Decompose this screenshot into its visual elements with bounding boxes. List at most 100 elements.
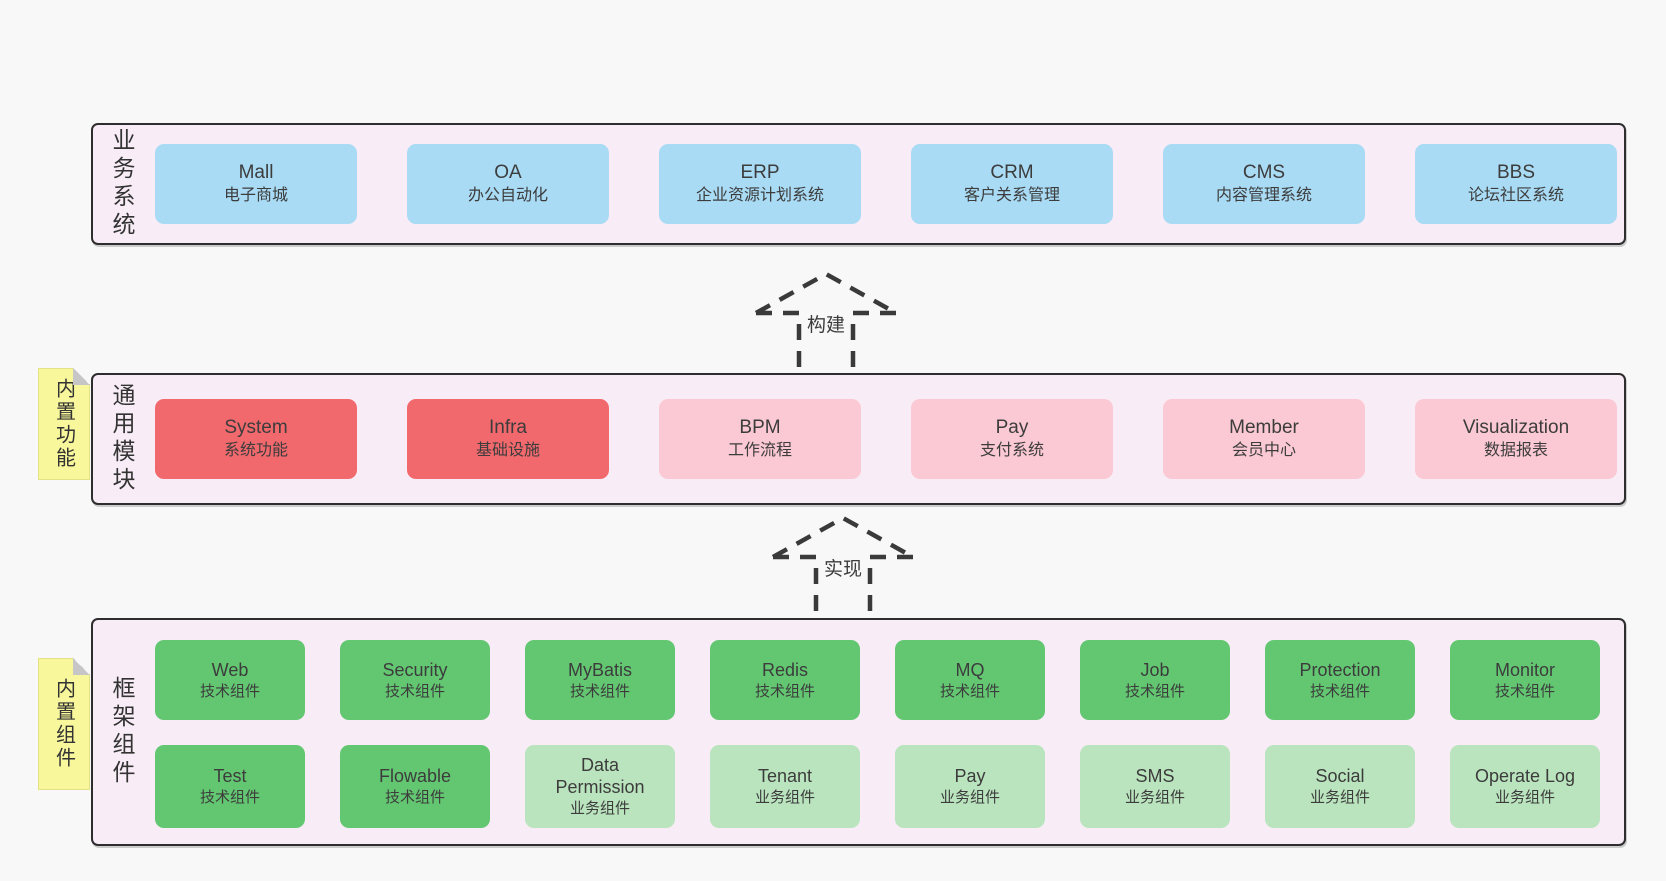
band-common-modules: 通用模块 System 系统功能 Infra 基础设施 BPM 工作流程 Pay… [91, 373, 1626, 505]
box-subtitle: 数据报表 [1483, 442, 1548, 459]
box-title: BPM [739, 417, 781, 438]
box-title: Member [1229, 417, 1299, 438]
box-subtitle: 论坛社区系统 [1467, 187, 1564, 204]
band-common-modules-label: 通用模块 [109, 383, 135, 495]
box-title: Test [213, 766, 247, 786]
box-subtitle: 会员中心 [1231, 442, 1296, 459]
box-subtitle: 客户关系管理 [963, 187, 1060, 204]
folded-corner-icon [73, 368, 90, 385]
box-title: Redis [761, 659, 809, 680]
box-subtitle: 技术组件 [1494, 682, 1555, 700]
box-test: Test 技术组件 [155, 745, 305, 828]
box-title: Social [1315, 766, 1365, 786]
box-title: Web [211, 659, 249, 680]
implement-arrow: 实现 [768, 512, 918, 616]
box-subtitle: 业务组件 [1309, 789, 1370, 806]
box-title: Flowable [378, 766, 452, 786]
box-subtitle: 技术组件 [1124, 682, 1185, 700]
box-subtitle: 业务组件 [754, 789, 815, 806]
sticky-built-in-components: 内置组件 [38, 658, 90, 790]
box-title: Protection [1299, 659, 1381, 680]
box-subtitle: 工作流程 [727, 442, 792, 459]
box-flowable: Flowable 技术组件 [340, 745, 490, 828]
box-subtitle: 技术组件 [384, 789, 445, 806]
box-subtitle: 技术组件 [569, 682, 630, 700]
box-title: BBS [1496, 162, 1536, 183]
box-subtitle: 技术组件 [384, 682, 445, 700]
box-subtitle: 业务组件 [1494, 789, 1555, 806]
box-title: Data Permission [555, 755, 645, 797]
implement-arrow-label: 实现 [820, 554, 866, 581]
box-pay-component: Pay 业务组件 [895, 745, 1045, 828]
box-title: Operate Log [1474, 766, 1576, 786]
box-mq: MQ 技术组件 [895, 640, 1045, 720]
box-subtitle: 技术组件 [754, 682, 815, 700]
box-bbs: BBS 论坛社区系统 [1415, 144, 1617, 224]
box-title: Monitor [1494, 659, 1556, 680]
box-title: MQ [955, 659, 985, 680]
box-web: Web 技术组件 [155, 640, 305, 720]
box-title: Pay [954, 766, 986, 786]
dashed-up-arrow-icon [771, 515, 915, 615]
box-monitor: Monitor 技术组件 [1450, 640, 1600, 720]
box-subtitle: 技术组件 [199, 682, 260, 700]
box-subtitle: 系统功能 [223, 442, 288, 459]
box-oa: OA 办公自动化 [407, 144, 609, 224]
box-subtitle: 技术组件 [199, 789, 260, 806]
box-crm: CRM 客户关系管理 [911, 144, 1113, 224]
sticky-label: 内置组件 [52, 678, 75, 770]
box-subtitle: 电子商城 [223, 187, 288, 204]
box-subtitle: 内容管理系统 [1215, 187, 1312, 204]
dashed-up-arrow-icon [754, 271, 898, 371]
box-title: Mall [238, 162, 274, 183]
box-title: Pay [995, 417, 1029, 438]
box-erp: ERP 企业资源计划系统 [659, 144, 861, 224]
box-mybatis: MyBatis 技术组件 [525, 640, 675, 720]
box-security: Security 技术组件 [340, 640, 490, 720]
box-title: MyBatis [567, 659, 632, 680]
box-title: Tenant [757, 766, 813, 786]
folded-corner-icon [73, 658, 90, 675]
box-mall: Mall 电子商城 [155, 144, 357, 224]
sticky-built-in-features: 内置功能 [38, 368, 90, 480]
box-subtitle: 业务组件 [939, 789, 1000, 806]
sticky-label: 内置功能 [52, 378, 75, 470]
box-subtitle: 办公自动化 [467, 187, 548, 204]
box-cms: CMS 内容管理系统 [1163, 144, 1365, 224]
box-pay-module: Pay 支付系统 [911, 399, 1113, 479]
band-business-systems: 业务系统 Mall 电子商城 OA 办公自动化 ERP 企业资源计划系统 CRM… [91, 123, 1626, 245]
box-title: ERP [740, 162, 780, 183]
box-system: System 系统功能 [155, 399, 357, 479]
box-visualization: Visualization 数据报表 [1415, 399, 1617, 479]
box-title: Visualization [1462, 417, 1570, 438]
box-title: CRM [990, 162, 1034, 183]
box-title: CMS [1242, 162, 1286, 183]
box-redis: Redis 技术组件 [710, 640, 860, 720]
box-data-permission: Data Permission 业务组件 [525, 745, 675, 828]
box-title: OA [494, 162, 522, 183]
box-title: Job [1140, 659, 1170, 680]
box-title: System [224, 417, 288, 438]
box-subtitle: 技术组件 [939, 682, 1000, 700]
box-subtitle: 企业资源计划系统 [695, 187, 824, 204]
box-sms: SMS 业务组件 [1080, 745, 1230, 828]
box-subtitle: 基础设施 [475, 442, 540, 459]
box-protection: Protection 技术组件 [1265, 640, 1415, 720]
box-subtitle: 业务组件 [1124, 789, 1185, 806]
box-tenant: Tenant 业务组件 [710, 745, 860, 828]
band-business-systems-label: 业务系统 [109, 128, 135, 240]
box-subtitle: 支付系统 [979, 442, 1044, 459]
band-framework-components-label: 框架组件 [109, 676, 135, 788]
build-arrow-label: 构建 [803, 310, 849, 337]
box-subtitle: 技术组件 [1309, 682, 1370, 700]
box-job: Job 技术组件 [1080, 640, 1230, 720]
box-bpm: BPM 工作流程 [659, 399, 861, 479]
band-framework-components: 框架组件 Web 技术组件 Security 技术组件 MyBatis 技术组件… [91, 618, 1626, 846]
box-infra: Infra 基础设施 [407, 399, 609, 479]
box-title: Infra [488, 417, 528, 438]
box-title: SMS [1135, 766, 1175, 786]
build-arrow: 构建 [751, 268, 901, 372]
box-title: Security [382, 659, 448, 680]
box-operate-log: Operate Log 业务组件 [1450, 745, 1600, 828]
